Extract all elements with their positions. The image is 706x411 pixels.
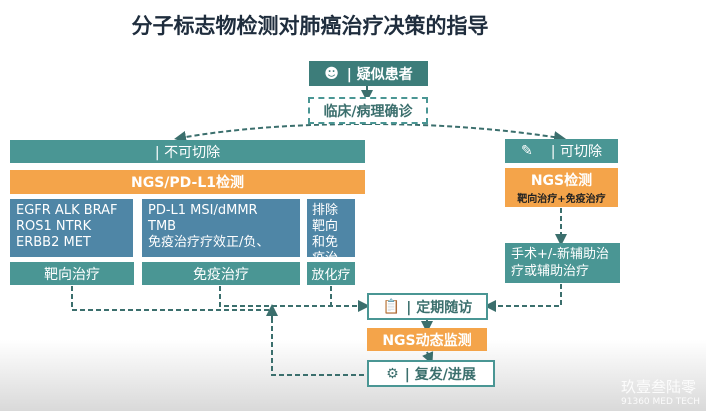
immunotherapy-node: 免疫治疗: [142, 262, 300, 285]
ngs-pdl1-node: NGS/PD-L1检测: [10, 170, 365, 194]
chemoradio-node: 放化疗: [307, 262, 355, 285]
diagnosis-node: 临床/病理确诊: [308, 97, 428, 124]
resectable-node: ✎| 可切除: [505, 139, 618, 163]
targeted-therapy-node: 靶向治疗: [10, 262, 134, 285]
followup-node: 📋| 定期随访: [367, 293, 488, 320]
pen-icon: ✎: [521, 143, 533, 159]
surgery-node: 手术+/-新辅助治疗或辅助治疗: [505, 243, 620, 283]
relapse-node: ⚙| 复发/进展: [367, 360, 495, 387]
unresectable-node: | 不可切除: [10, 140, 365, 163]
person-icon: ☻: [324, 65, 339, 82]
clipboard-icon: 📋: [382, 298, 401, 315]
page-title: 分子标志物检测对肺癌治疗决策的指导: [131, 14, 489, 38]
ngs-monitor-node: NGS动态监测: [367, 328, 487, 351]
suspected-patient-node: ☻| 疑似患者: [309, 61, 428, 86]
virus-icon: ⚙: [386, 365, 399, 382]
ngs-test-node: NGS检测靶向治疗+免疫治疗: [505, 168, 618, 207]
exclude-box: 排除靶向和免疫治疗: [307, 199, 355, 257]
